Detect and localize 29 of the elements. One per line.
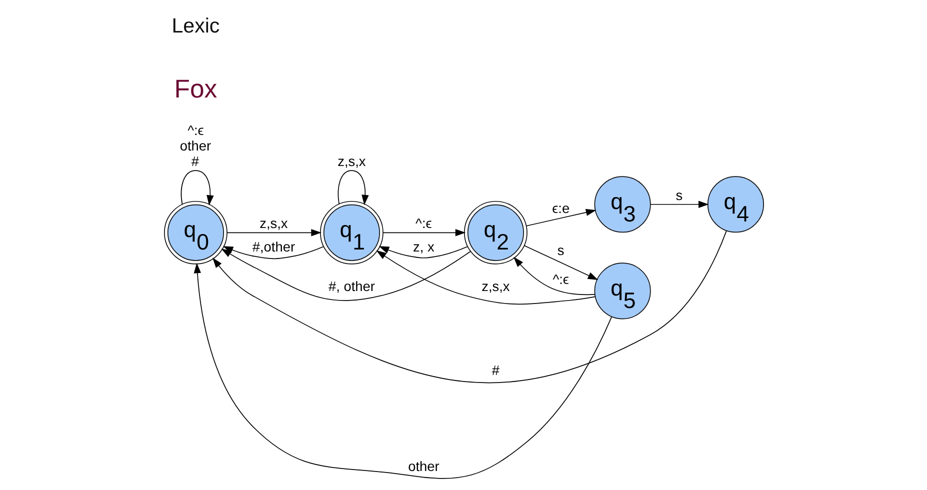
edge-label: ^:ϵ xyxy=(552,272,569,287)
arrow xyxy=(382,229,466,236)
arrow xyxy=(212,230,726,384)
edge-label: ^:ϵ other # xyxy=(179,123,211,170)
edge-label: z, x xyxy=(412,239,434,254)
arrow xyxy=(376,250,596,305)
arrow xyxy=(523,245,598,280)
edge-label: other xyxy=(408,458,439,474)
edge-label: z,s,x xyxy=(337,154,366,170)
arrow xyxy=(193,262,612,479)
edge-label: s xyxy=(556,242,564,258)
arrow xyxy=(378,246,468,258)
arrow xyxy=(180,170,214,206)
edge-label: ϵ:e xyxy=(552,200,570,216)
arrow xyxy=(337,170,368,206)
arrow xyxy=(650,200,708,208)
edge-label: s xyxy=(675,188,682,203)
edge-label: ^:ϵ xyxy=(415,216,432,232)
arrow xyxy=(513,256,595,296)
edge-label: z,s,x xyxy=(259,216,288,232)
arrow xyxy=(526,208,596,226)
edge-label: z,s,x xyxy=(481,278,510,294)
edge-label: # xyxy=(491,362,500,378)
arrow xyxy=(226,229,321,236)
arrow xyxy=(220,248,470,301)
label: Fox xyxy=(174,76,217,104)
edge-label: #, other xyxy=(328,278,374,294)
label: Lexic xyxy=(171,14,220,38)
edge-label: #,other xyxy=(252,239,295,254)
